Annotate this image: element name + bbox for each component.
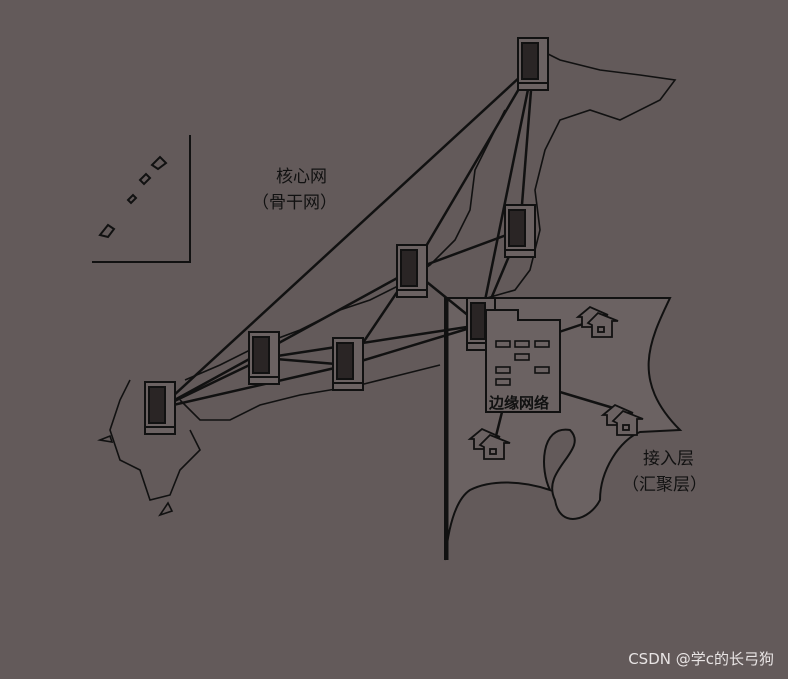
watermark: CSDN @学c的长弓狗 bbox=[628, 650, 774, 668]
server-icon bbox=[504, 204, 536, 258]
inset-islands bbox=[92, 135, 191, 263]
server-icon bbox=[396, 244, 428, 298]
house-icon bbox=[575, 305, 619, 338]
aggregation-layer-label: （汇聚层） bbox=[622, 475, 707, 495]
access-layer-label: 接入层 bbox=[643, 449, 694, 469]
edge-network-label: 边缘网络 bbox=[489, 394, 550, 412]
house-icon bbox=[600, 403, 644, 436]
access-houses bbox=[467, 305, 644, 460]
backbone-label: （骨干网） bbox=[252, 193, 337, 213]
server-icon bbox=[332, 337, 364, 391]
house-icon bbox=[467, 427, 511, 460]
edge-building-icon bbox=[485, 309, 561, 413]
server-icon bbox=[144, 381, 176, 435]
server-icon bbox=[248, 331, 280, 385]
server-nodes bbox=[144, 37, 549, 435]
server-icon bbox=[517, 37, 549, 91]
core-network-label: 核心网 bbox=[276, 167, 327, 187]
